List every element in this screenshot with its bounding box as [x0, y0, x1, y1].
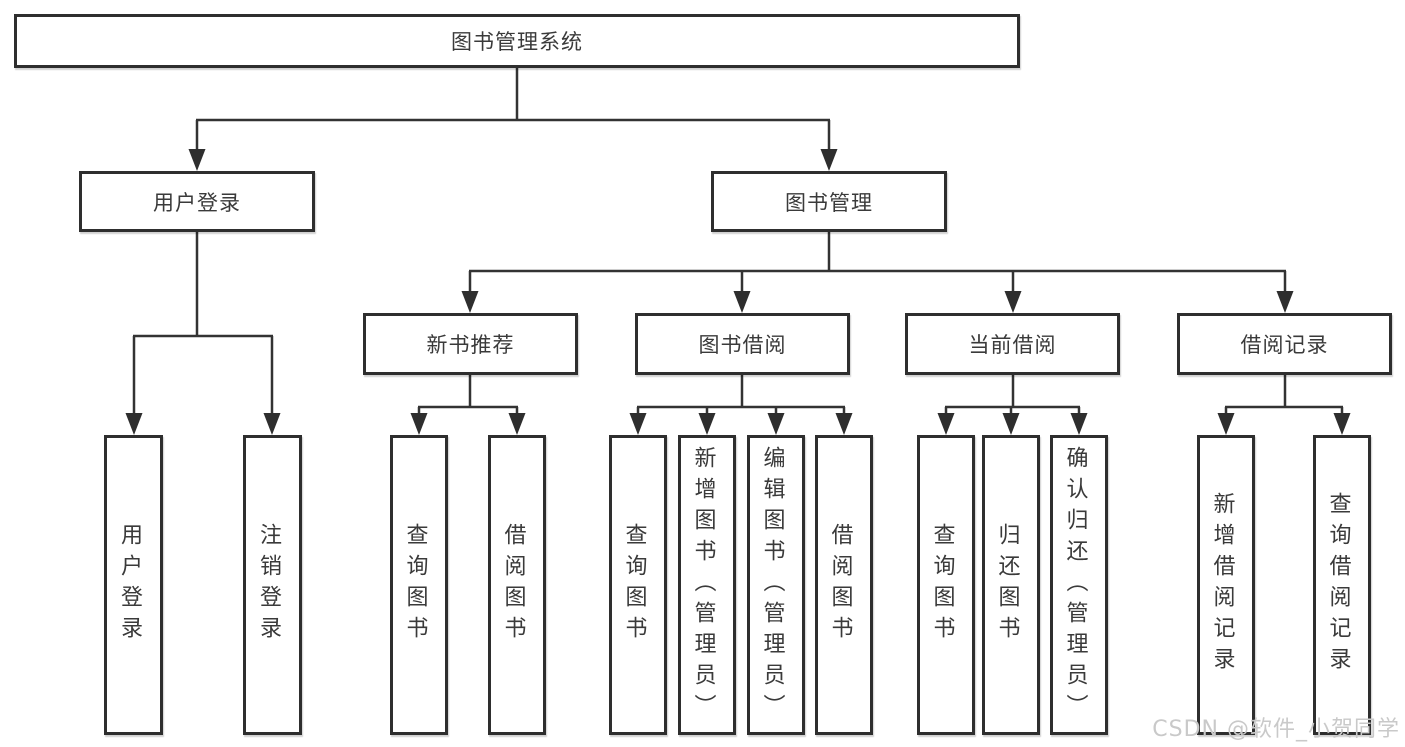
node-label: 查询图书	[929, 523, 955, 647]
leaf-add-books-admin: 新增图书（管理员）	[678, 435, 736, 735]
arrow-down-icon	[820, 149, 838, 171]
leaf-confirm-return-admin: 确认归还（管理员）	[1050, 435, 1108, 735]
arrow-down-icon	[698, 413, 716, 435]
node-label: 用户登录	[117, 523, 142, 647]
leaf-add-borrow-record: 新增借阅记录	[1197, 435, 1255, 735]
node-book-management: 图书管理	[711, 171, 947, 232]
node-label: 新增图书（管理员）	[690, 445, 716, 725]
node-label: 当前借阅	[968, 333, 1057, 357]
node-borrowing-records: 借阅记录	[1177, 313, 1392, 375]
node-label: 编辑图书（管理员）	[759, 445, 785, 725]
arrow-down-icon	[1070, 413, 1088, 435]
leaf-query-books: 查询图书	[609, 435, 667, 735]
node-label: 借阅记录	[1240, 333, 1329, 357]
arrow-down-icon	[410, 413, 428, 435]
node-label: 注销登录	[256, 523, 281, 647]
node-current-borrowing: 当前借阅	[905, 313, 1120, 375]
leaf-borrow-books: 借阅图书	[488, 435, 546, 735]
leaf-query-books: 查询图书	[917, 435, 975, 735]
arrow-down-icon	[1217, 413, 1235, 435]
leaf-logout: 注销登录	[243, 435, 302, 735]
leaf-borrow-books: 借阅图书	[815, 435, 873, 735]
arrow-down-icon	[461, 291, 479, 313]
arrow-down-icon	[1004, 291, 1022, 313]
arrow-down-icon	[508, 413, 526, 435]
node-library-management-system: 图书管理系统	[14, 14, 1020, 68]
leaf-edit-books-admin: 编辑图书（管理员）	[747, 435, 805, 735]
arrow-down-icon	[188, 149, 206, 171]
node-user-login: 用户登录	[79, 171, 315, 232]
arrow-down-icon	[937, 413, 955, 435]
node-label: 归还图书	[994, 523, 1020, 647]
node-label: 图书管理系统	[451, 30, 583, 54]
node-label: 图书借阅	[698, 333, 787, 357]
arrow-down-icon	[733, 291, 751, 313]
node-new-book-recommend: 新书推荐	[363, 313, 578, 375]
node-label: 查询图书	[402, 523, 428, 647]
node-label: 新增借阅记录	[1209, 492, 1235, 678]
arrow-down-icon	[1333, 413, 1351, 435]
csdn-watermark: CSDN @软件_小贺同学	[1152, 717, 1400, 742]
node-label: 查询图书	[621, 523, 647, 647]
node-label: 确认归还（管理员）	[1062, 445, 1088, 725]
node-label: 查询借阅记录	[1325, 492, 1351, 678]
arrow-down-icon	[835, 413, 853, 435]
arrow-down-icon	[767, 413, 785, 435]
leaf-query-books: 查询图书	[390, 435, 448, 735]
arrow-down-icon	[1002, 413, 1020, 435]
arrow-down-icon	[629, 413, 647, 435]
arrow-down-icon	[263, 413, 281, 435]
leaf-return-books: 归还图书	[982, 435, 1040, 735]
arrow-down-icon	[125, 413, 143, 435]
node-book-borrowing: 图书借阅	[635, 313, 850, 375]
node-label: 用户登录	[153, 190, 241, 215]
node-label: 图书管理	[785, 190, 873, 215]
node-label: 借阅图书	[500, 523, 526, 647]
node-label: 借阅图书	[827, 523, 853, 647]
leaf-query-borrow-record: 查询借阅记录	[1313, 435, 1371, 735]
arrow-down-icon	[1276, 291, 1294, 313]
node-label: 新书推荐	[426, 333, 515, 357]
leaf-user-login: 用户登录	[104, 435, 163, 735]
